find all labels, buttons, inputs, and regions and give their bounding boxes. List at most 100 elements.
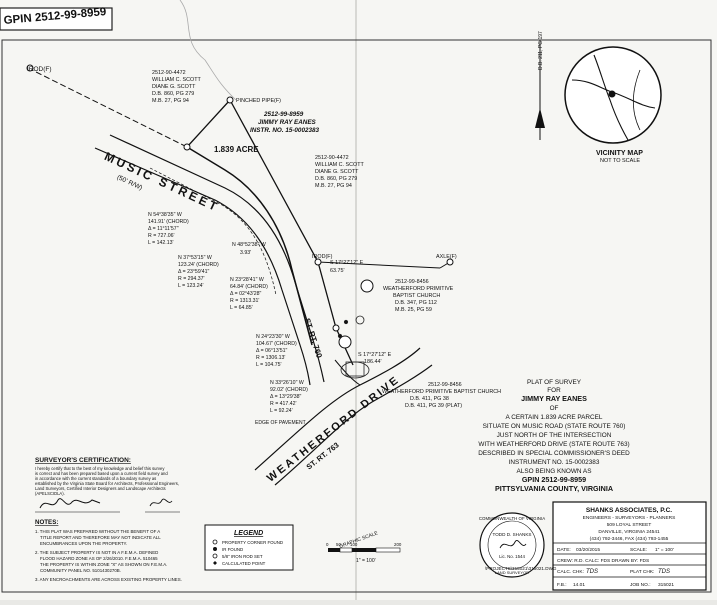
curve-3-delta: Δ = 02°43'28" — [230, 291, 261, 297]
curve-4-length: L = 104.75' — [256, 362, 281, 368]
subject-owner: JIMMY RAY EANES — [258, 119, 317, 126]
title-job-label: JOB NO.: — [630, 582, 651, 588]
seal-inner-ring — [487, 520, 537, 570]
curve-4-data: N 24°23'30" W 104.67' (CHORD) Δ = 06°13'… — [256, 334, 297, 368]
parcel-nw-owner-2: DIANE G. SCOTT — [152, 84, 196, 90]
parcel-south-deed: D.B. 411, PG 38 — [410, 396, 449, 402]
surveyor-certification: SURVEYOR'S CERTIFICATION: I hereby certi… — [35, 457, 180, 513]
curve-4-delta: Δ = 06°13'51" — [256, 348, 287, 354]
title-scale-label: SCALE: — [630, 547, 647, 553]
bearing-label-mid: S 17°27'12" E — [330, 260, 364, 266]
corner-marker-se — [332, 324, 340, 332]
curve-3-data: N 23°28'41" W 64.84' (CHORD) Δ = 02°43'2… — [230, 277, 268, 311]
boundary-lines — [27, 67, 451, 366]
parcel-church-owner-2: BAPTIST CHURCH — [393, 293, 440, 299]
note-2-line-2: FLOOD HAZARD ZONE AS OF 2/26/2010. F.E.M… — [40, 556, 158, 561]
curve-5-chord: 92.02' (CHORD) — [270, 387, 308, 393]
title-job-value: 315021 — [658, 582, 674, 588]
seal-ring-text: COMMONWEALTH OF VIRGINIA — [479, 516, 545, 521]
scale-tick-200: 200 — [394, 542, 402, 547]
distance-label-low: 186.44' — [364, 359, 382, 365]
plat-title-5: A CERTAIN 1.839 ACRE PARCEL — [506, 414, 603, 421]
edge-pavement-label: EDGE OF PAVEMENT — [255, 420, 306, 426]
weatherford-drive-road — [254, 347, 433, 486]
scale-bar-1 — [328, 548, 340, 552]
creek-line — [179, 0, 237, 101]
north-arrow: D.B. 211, PG 197 — [535, 31, 545, 140]
plat-title-4: OF — [550, 405, 559, 412]
curve-2-chord: 123.24' (CHORD) — [178, 262, 219, 268]
title-calc-label: CALC. CHK: — [557, 569, 584, 575]
parcel-nw-owner-1: WILLIAM C. SCOTT — [152, 77, 202, 83]
title-block-box — [552, 501, 707, 591]
scale-bar-3 — [352, 548, 376, 552]
certification-line-5: Land Surveyors, Certified Interior Desig… — [35, 486, 166, 491]
curve-4-chord: 104.67' (CHORD) — [256, 341, 297, 347]
corner-marker-lot — [360, 279, 374, 293]
title-crew-line: CREW: R.D. CALC: FDS DRAWN BY: FDS — [557, 558, 649, 564]
curve-5-length: L = 92.24' — [270, 408, 293, 414]
corner-marker-nw — [183, 143, 191, 151]
vicinity-road-3 — [632, 69, 641, 131]
legend-symbol-4 — [213, 561, 217, 565]
sheet-border — [1, 39, 712, 593]
plat-title-gpin: GPIN 2512-99-8959 — [522, 475, 586, 484]
bearing-label-48: N 48°52'38" W — [232, 242, 266, 248]
curve-1-delta: Δ = 11°11'57" — [148, 226, 179, 232]
plat-title-2: FOR — [547, 387, 561, 394]
music-street-road — [94, 134, 325, 386]
company-tagline: ENGINEERS - SURVEYORS - PLANNERS — [583, 515, 676, 521]
company-address-2: DANVILLE, VIRGINIA 24541 — [598, 529, 660, 535]
title-calc-value: TDS — [586, 569, 598, 575]
file-path-label: \PROJECTS\315021\315021.DWG — [485, 566, 557, 571]
irod-label-mid: IROD(F) — [312, 254, 333, 260]
north-arrow-head — [535, 108, 545, 128]
seal-signature — [499, 540, 527, 549]
building-footprint — [345, 361, 365, 377]
edge-pavement-line — [334, 359, 361, 386]
legend-symbol-1 — [212, 539, 218, 545]
curve-2-length: L = 123.24' — [178, 283, 203, 289]
road-edge-east — [274, 364, 433, 486]
scale-tick-50: 50 — [336, 542, 341, 547]
title-date-value: 03/20/2015 — [576, 547, 600, 553]
surveyor-signature — [39, 498, 101, 509]
monument-point — [343, 319, 349, 325]
curve-5-data: N 33°26'10" W 92.02' (CHORD) Δ = 13°29'3… — [270, 380, 308, 414]
certification-line-3: in accordance with the current standards… — [35, 476, 156, 481]
date-signature — [149, 498, 173, 507]
seal-license: Lic. No. 1544 — [499, 554, 525, 559]
seal-role: LAND SURVEYOR — [495, 570, 529, 575]
note-1-line-2: TITLE REPORT AND THEREFORE MAY NOT INDIC… — [40, 535, 161, 540]
surveyor-seal: COMMONWEALTH OF VIRGINIA TODD D. SHANKS … — [479, 512, 545, 578]
certification-title: SURVEYOR'S CERTIFICATION: — [35, 457, 131, 464]
graphic-scale: GRAPHIC SCALE 0 50 100 200 1" = 100' — [326, 530, 402, 564]
vicinity-map-title: VICINITY MAP — [596, 150, 643, 157]
curve-1-length: L = 142.13' — [148, 240, 173, 246]
scale-tick-0: 0 — [326, 542, 329, 547]
vicinity-map-subtitle: NOT TO SCALE — [600, 158, 640, 164]
site-features — [337, 315, 370, 379]
parcel-church-label: 2512-99-8456 WEATHERFORD PRIMITIVE BAPTI… — [383, 279, 454, 313]
notes-title: NOTES: — [35, 519, 58, 526]
parcel-church-map-book: M.B. 25, PG 59 — [395, 307, 432, 313]
corner-marker-west — [26, 64, 34, 72]
company-title-block: SHANKS ASSOCIATES, P.C. ENGINEERS - SURV… — [552, 501, 707, 591]
plat-title-county: PITTSYLVANIA COUNTY, VIRGINIA — [495, 484, 613, 493]
parcel-church-owner-1: WEATHERFORD PRIMITIVE — [383, 286, 454, 292]
legend-label-4: CALCULATED POINT — [222, 561, 266, 566]
parcel-church-gpin: 2512-99-8456 — [395, 279, 429, 285]
monument-point-2 — [337, 333, 343, 339]
north-reference-label: D.B. 211, PG 197 — [538, 31, 544, 70]
pinched-pipe-label: PINCHED PIPE(F) — [236, 98, 281, 104]
road-centerline — [149, 167, 277, 296]
plat-title-7: JUST NORTH OF THE INTERSECTION — [497, 432, 612, 439]
scale-bar-4 — [375, 547, 401, 553]
subject-instrument: INSTR. NO. 15-0002383 — [250, 127, 319, 134]
vicinity-road-2 — [593, 54, 629, 141]
plat-title-10: INSTRUMENT NO. 15-0002383 — [509, 459, 600, 466]
legend: LEGEND PROPERTY CORNER FOUND IR FOUND 5/… — [204, 524, 294, 571]
note-2-line-4: COMMUNITY PANEL NO. 5101430270B. — [40, 568, 121, 573]
